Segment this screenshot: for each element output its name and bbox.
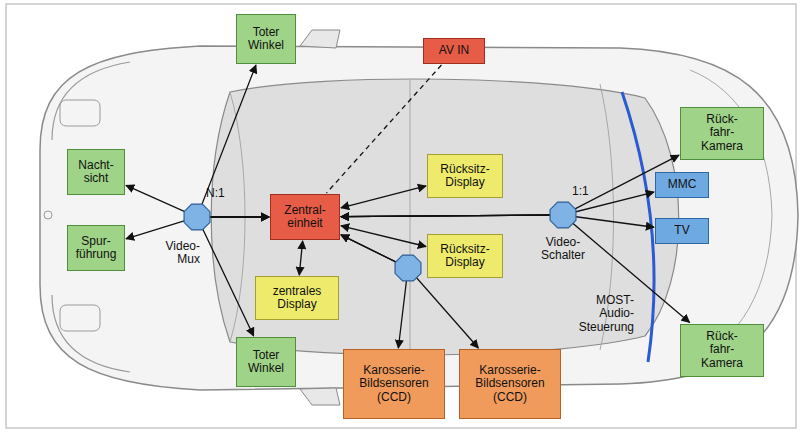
cabin [211, 79, 679, 355]
red-box: Zentral- einheit [270, 194, 340, 240]
green-box: Rück- fahr- Kamera [680, 107, 764, 160]
box-label: AV IN [439, 44, 469, 57]
blue-box: TV [655, 218, 709, 244]
blue-box: MMC [655, 172, 709, 198]
green-box: Spur- führung [67, 225, 125, 271]
connector [299, 241, 302, 275]
video-hub [184, 204, 210, 230]
orange-box: Karosserie- Bildsensoren (CCD) [343, 349, 445, 419]
connector [327, 65, 442, 193]
hub-label: Video- Mux [166, 240, 200, 267]
hub-label: Video- Schalter [541, 236, 585, 263]
box-label: Karosserie- Bildsensoren (CCD) [359, 364, 428, 404]
yellow-box: Rücksitz- Display [427, 154, 503, 198]
connector [341, 186, 426, 208]
green-box: Toter Winkel [236, 337, 296, 387]
connector [341, 226, 426, 247]
green-box: Toter Winkel [236, 14, 296, 64]
box-label: Zentral- einheit [284, 204, 325, 231]
headlight [60, 305, 100, 331]
box-label: Rück- fahr- Kamera [701, 113, 743, 153]
connector [341, 215, 690, 323]
video-hub [395, 255, 421, 281]
green-box: Nacht- sicht [67, 149, 125, 195]
red-box: AV IN [423, 38, 485, 64]
connector [341, 155, 679, 217]
green-box: Rück- fahr- Kamera [680, 324, 764, 377]
yellow-box: zentrales Display [255, 276, 339, 320]
video-hub [550, 202, 576, 228]
hub-label: N:1 [206, 187, 225, 200]
box-label: Rück- fahr- Kamera [701, 330, 743, 370]
box-label: MMC [668, 178, 697, 191]
box-label: Karosserie- Bildsensoren (CCD) [475, 364, 544, 404]
box-label: Toter Winkel [248, 349, 284, 376]
car-body [40, 46, 798, 390]
orange-box: Karosserie- Bildsensoren (CCD) [459, 349, 561, 419]
hub-label: 1:1 [572, 185, 589, 198]
box-label: TV [674, 224, 689, 237]
box-label: Rücksitz- Display [440, 243, 489, 270]
box-label: Nacht- sicht [78, 159, 113, 186]
box-label: zentrales Display [273, 285, 322, 312]
box-label: Rücksitz- Display [440, 163, 489, 190]
connector [197, 65, 269, 217]
box-label: Toter Winkel [248, 26, 284, 53]
box-label: Spur- führung [76, 235, 117, 262]
hub-label: MOST- Audio- Steuerung [579, 294, 634, 334]
pillars [230, 80, 614, 355]
headlight-lines [52, 62, 130, 372]
emblem [44, 211, 52, 219]
yellow-box: Rücksitz- Display [427, 234, 503, 278]
headlight [60, 100, 100, 126]
